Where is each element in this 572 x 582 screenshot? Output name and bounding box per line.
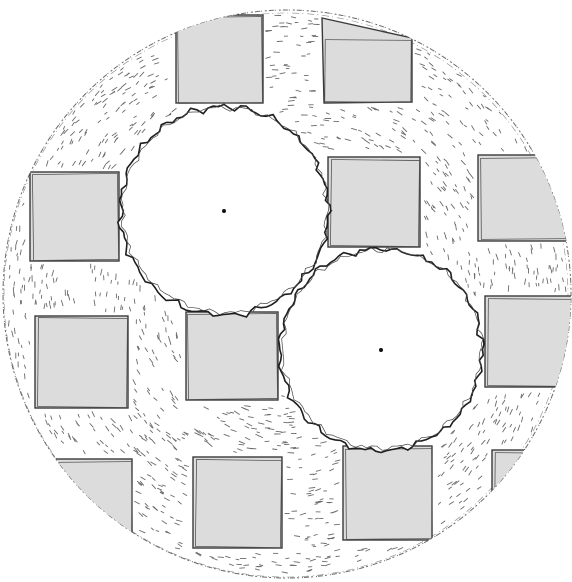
square-block xyxy=(186,312,278,400)
texture-stroke xyxy=(95,278,96,282)
texture-stroke xyxy=(297,45,301,46)
square-block xyxy=(478,155,572,241)
texture-stroke xyxy=(315,504,318,505)
square-block xyxy=(322,18,412,103)
texture-stroke xyxy=(134,299,135,303)
square-block xyxy=(176,15,263,103)
texture-stroke xyxy=(334,524,339,525)
texture-stroke xyxy=(273,26,278,27)
texture-stroke xyxy=(25,374,26,379)
texture-stroke xyxy=(124,298,125,301)
square-block xyxy=(492,450,572,510)
texture-stroke xyxy=(40,290,41,293)
texture-stroke xyxy=(358,550,363,551)
texture-stroke xyxy=(31,267,32,271)
texture-stroke xyxy=(305,80,308,81)
texture-stroke xyxy=(13,287,14,290)
texture-stroke xyxy=(35,301,36,304)
texture-stroke xyxy=(121,305,122,310)
texture-stroke xyxy=(491,285,492,288)
texture-stroke xyxy=(325,457,328,458)
texture-stroke xyxy=(282,396,285,397)
texture-stroke xyxy=(288,422,293,423)
texture-stroke xyxy=(14,293,15,297)
texture-stroke xyxy=(284,422,288,423)
texture-stroke xyxy=(543,279,544,283)
texture-stroke xyxy=(300,36,303,37)
texture-stroke xyxy=(536,283,537,286)
texture-stroke xyxy=(322,561,327,562)
texture-stroke xyxy=(13,310,14,314)
texture-stroke xyxy=(460,237,461,240)
texture-stroke xyxy=(287,467,290,468)
square-block xyxy=(328,157,420,247)
texture-stroke xyxy=(322,139,325,140)
texture-stroke xyxy=(309,41,315,42)
square-block xyxy=(35,316,128,408)
texture-stroke xyxy=(45,414,46,417)
texture-stroke xyxy=(236,559,239,560)
texture-stroke xyxy=(509,268,510,271)
texture-stroke xyxy=(100,293,101,296)
square-block xyxy=(485,296,572,387)
hole-center-dot xyxy=(222,209,226,213)
texture-stroke xyxy=(270,65,274,66)
texture-stroke xyxy=(276,431,282,432)
texture-stroke xyxy=(9,321,10,326)
texture-stroke xyxy=(565,287,566,292)
texture-stroke xyxy=(51,297,52,301)
texture-stroke xyxy=(239,444,244,445)
square-block xyxy=(343,446,432,540)
texture-stroke xyxy=(551,270,552,273)
texture-stroke xyxy=(376,110,379,111)
texture-stroke xyxy=(309,107,312,108)
texture-stroke xyxy=(326,523,329,524)
texture-stroke xyxy=(218,557,224,558)
square-block xyxy=(52,459,132,538)
square-block xyxy=(30,172,119,261)
texture-stroke xyxy=(551,279,552,283)
texture-stroke xyxy=(176,335,177,339)
texture-stroke xyxy=(474,292,475,295)
texture-stroke xyxy=(291,448,296,449)
texture-stroke xyxy=(309,90,315,91)
hole-center-dot xyxy=(379,348,383,352)
texture-stroke xyxy=(276,565,281,566)
texture-stroke xyxy=(114,307,115,312)
texture-stroke xyxy=(9,265,10,269)
texture-stroke xyxy=(512,268,513,274)
texture-stroke xyxy=(286,558,289,559)
square-block xyxy=(193,457,282,548)
texture-stroke xyxy=(22,285,23,288)
texture-stroke xyxy=(273,449,277,450)
texture-stroke xyxy=(306,538,309,539)
texture-stroke xyxy=(269,408,273,409)
texture-stroke xyxy=(14,282,15,286)
texture-stroke xyxy=(292,427,295,428)
